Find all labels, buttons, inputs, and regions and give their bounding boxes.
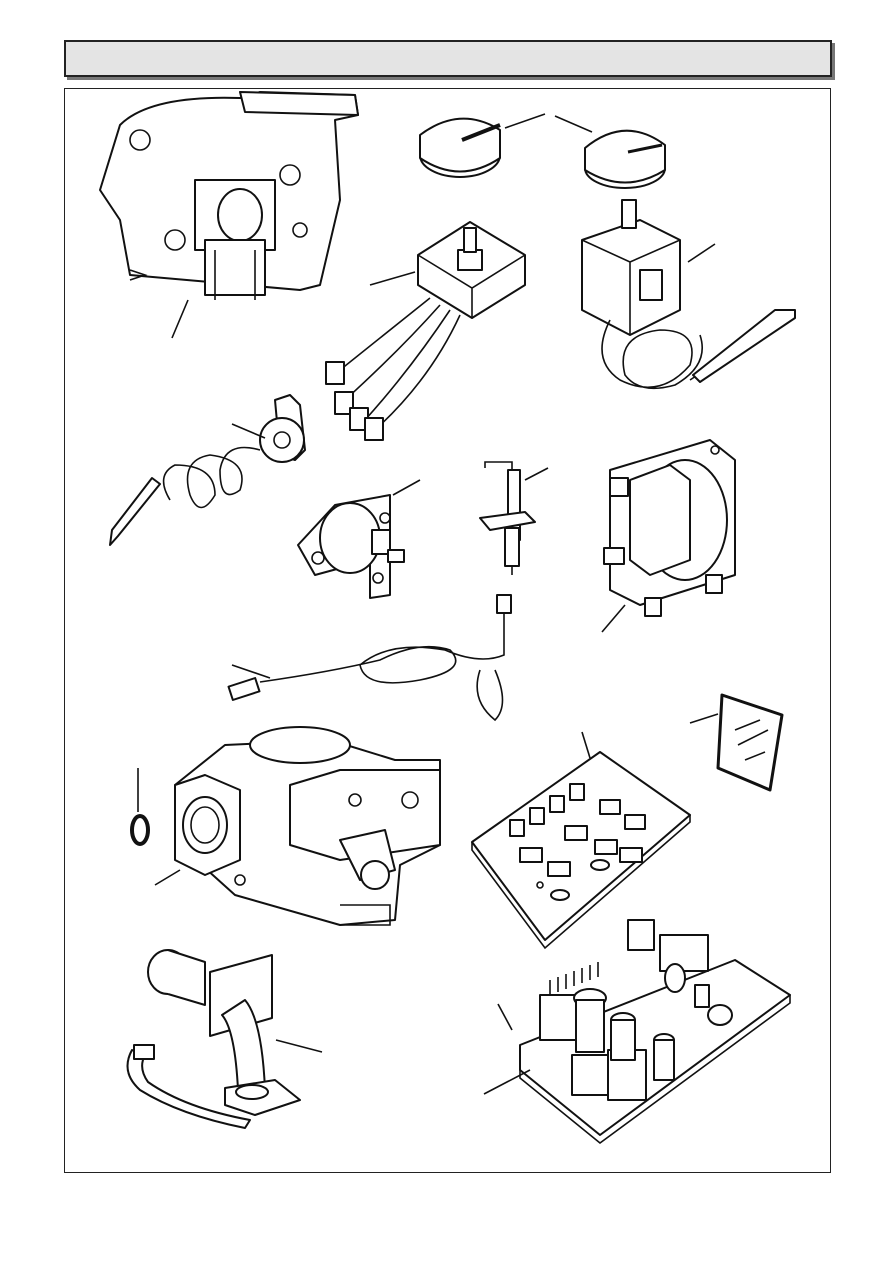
window-glass — [716, 693, 784, 792]
leader-limit-thermostat — [392, 479, 421, 496]
control-pcb — [471, 751, 691, 950]
ignition-lead — [227, 594, 512, 722]
o-ring-seal — [130, 814, 150, 846]
leader-overheat-thermostat — [231, 423, 266, 439]
flue-sensor-assembly — [126, 949, 301, 1129]
limit-thermostat — [297, 494, 405, 599]
leader-spark-electrode — [524, 467, 549, 481]
header-bar — [64, 40, 832, 77]
illustration-frame — [64, 88, 831, 1173]
leader-flue-sensor — [275, 1039, 323, 1053]
ignition-pcb — [519, 919, 791, 1145]
leader-knob-1 — [504, 113, 546, 129]
leader-control-thermostat — [687, 243, 716, 263]
potentiometer-with-leads — [325, 221, 526, 441]
leader-ignition-lead — [231, 664, 271, 679]
spark-electrode — [479, 461, 536, 575]
leader-ignition-pcb-2 — [483, 1069, 531, 1095]
leader-knob-2 — [554, 115, 593, 133]
leader-air-pressure-switch — [601, 604, 626, 633]
leader-ignition-pcb — [497, 1003, 513, 1031]
leader-control-pcb — [581, 731, 591, 759]
control-knob-1 — [419, 117, 501, 178]
leader-window-glass — [689, 713, 719, 724]
leader-fan — [171, 299, 189, 339]
control-knob-2 — [584, 129, 666, 189]
control-thermostat — [581, 199, 796, 390]
fan-assembly — [99, 91, 359, 300]
gas-valve — [174, 726, 441, 926]
leader-potentiometer — [369, 271, 416, 286]
overheat-thermostat — [109, 394, 306, 546]
air-pressure-switch — [603, 439, 736, 617]
leader-gas-valve — [154, 869, 181, 886]
